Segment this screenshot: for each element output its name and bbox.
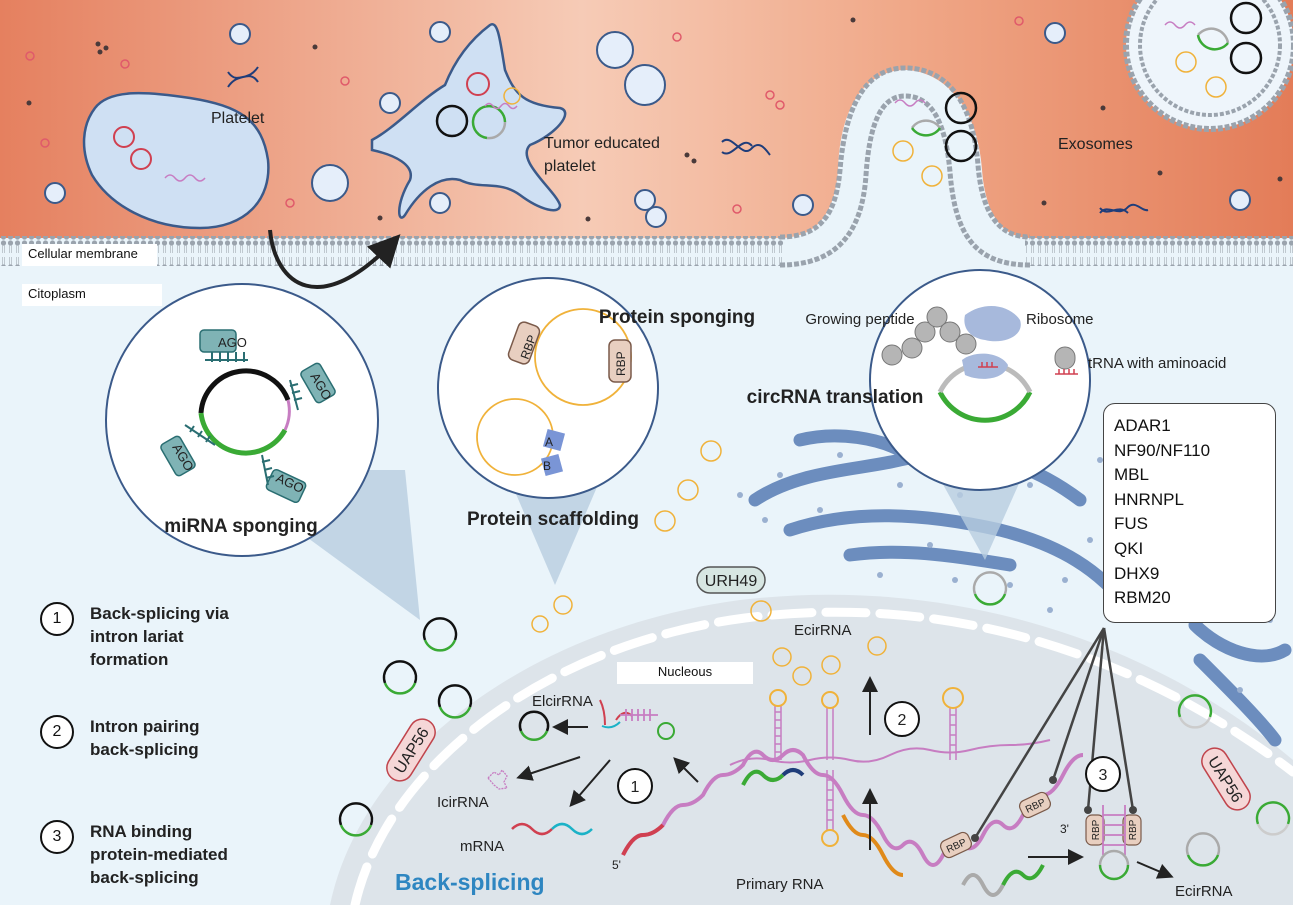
factor-item: MBL bbox=[1114, 465, 1149, 485]
mirna-sponging-title: miRNA sponging bbox=[164, 516, 317, 537]
legend-step-2: 2 Intron pairing back-splicing bbox=[40, 715, 270, 761]
factor-item: FUS bbox=[1114, 514, 1148, 534]
ribosome-large bbox=[964, 305, 1021, 342]
circrna-translation-panel bbox=[869, 269, 1091, 491]
ago-proteins bbox=[160, 329, 336, 504]
elcirrna-label: ElcirRNA bbox=[532, 693, 593, 710]
protein-sponging-title: Protein sponging bbox=[599, 307, 755, 328]
cytoplasm-label: Citoplasm bbox=[22, 284, 162, 306]
growing-peptide-label: Growing peptide bbox=[805, 311, 914, 328]
dna-helix-icons bbox=[227, 66, 1149, 214]
factor-item: HNRNPL bbox=[1114, 489, 1184, 509]
tep-label-line1: Tumor educated bbox=[544, 135, 660, 152]
extracellular-particles bbox=[25, 16, 1283, 228]
step-number: 1 bbox=[40, 602, 74, 636]
primary-rna-label: Primary RNA bbox=[736, 876, 824, 893]
svg-text:1: 1 bbox=[631, 779, 640, 796]
membrane-invagination-inner bbox=[779, 93, 1031, 268]
factor-item: QKI bbox=[1114, 538, 1144, 558]
exosome-cargo bbox=[1164, 1, 1263, 98]
five-prime-label: 5' bbox=[612, 858, 621, 872]
protein-sponging-panel bbox=[437, 277, 659, 499]
invagination-cargo bbox=[892, 91, 978, 187]
rbp-label-2: RBP bbox=[614, 351, 628, 376]
factor-item: RBM20 bbox=[1114, 588, 1171, 608]
pathway-3-arrows bbox=[1028, 849, 1174, 879]
back-splicing-title: Back-splicing bbox=[395, 869, 545, 895]
legend-step-3: 3 RNA binding protein-mediated back-spli… bbox=[40, 820, 270, 889]
pathway-markers: 1 2 3 bbox=[617, 701, 1121, 804]
urh49-label: URH49 bbox=[705, 573, 758, 590]
step-number: 2 bbox=[40, 715, 74, 749]
urh49-badge bbox=[696, 566, 766, 594]
ago-label-1: AGO bbox=[218, 335, 247, 350]
svg-text:RBP: RBP bbox=[1091, 819, 1102, 840]
svg-text:3: 3 bbox=[1099, 767, 1108, 784]
trna-label: tRNA with aminoacid bbox=[1088, 355, 1226, 372]
svg-text:RBP: RBP bbox=[1128, 819, 1139, 840]
platelet-shape bbox=[82, 91, 270, 230]
nuclear-envelope bbox=[350, 607, 1293, 905]
primary-rna-strand bbox=[621, 748, 1084, 867]
mirna-sponging-panel bbox=[105, 283, 379, 557]
protein-a bbox=[542, 428, 566, 452]
trna-icon bbox=[1054, 346, 1076, 370]
rbp-factor-list: ADAR1 NF90/NF110 MBL HNRNPL FUS QKI DHX9… bbox=[1103, 403, 1276, 623]
ecirrna-products bbox=[772, 636, 887, 686]
svg-text:2: 2 bbox=[898, 712, 907, 729]
cell-membrane-right bbox=[1025, 236, 1293, 266]
three-prime-label: 3' bbox=[1060, 822, 1069, 836]
membrane-label: Cellular membrane bbox=[22, 244, 157, 266]
factor-item: NF90/NF110 bbox=[1114, 440, 1211, 460]
platelet-label: Platelet bbox=[211, 110, 265, 127]
mrna-label: mRNA bbox=[460, 838, 504, 855]
svg-text:A: A bbox=[545, 435, 553, 449]
protein-scaffolding-title: Protein scaffolding bbox=[467, 509, 639, 530]
icirrna-label: IcirRNA bbox=[437, 794, 489, 811]
ecirrna-label-top: EcirRNA bbox=[794, 622, 852, 639]
ribosome-label: Ribosome bbox=[1026, 311, 1094, 328]
ecirrna-label-bottom: EcirRNA bbox=[1175, 883, 1233, 900]
cytoplasm-circrnas bbox=[338, 440, 1291, 867]
tumor-educated-platelet-shape bbox=[370, 23, 567, 219]
pathway-1-arrows bbox=[516, 719, 699, 808]
intron-pairing-rna bbox=[729, 739, 1051, 766]
rbp-protein-2 bbox=[608, 339, 632, 383]
rbp-protein-1 bbox=[507, 321, 541, 365]
step-number: 3 bbox=[40, 820, 74, 854]
platelet-uptake-arrow bbox=[268, 229, 401, 289]
tep-label-line2: platelet bbox=[544, 158, 596, 175]
legend-step-1: 1 Back-splicing via intron lariat format… bbox=[40, 602, 270, 671]
nucleus-label: Nucleous bbox=[617, 662, 753, 684]
svg-text:B: B bbox=[543, 459, 551, 473]
factor-item: ADAR1 bbox=[1114, 416, 1171, 435]
growing-peptide bbox=[881, 306, 977, 366]
membrane-invagination-outer bbox=[779, 65, 1031, 240]
factor-item: DHX9 bbox=[1114, 563, 1160, 583]
circrna-translation-title: circRNA translation bbox=[747, 387, 924, 408]
exosomes-label: Exosomes bbox=[1058, 136, 1133, 153]
rbp-mediated-pathway: RBP RBP RBP RBP bbox=[939, 627, 1142, 881]
protein-b bbox=[540, 453, 564, 477]
